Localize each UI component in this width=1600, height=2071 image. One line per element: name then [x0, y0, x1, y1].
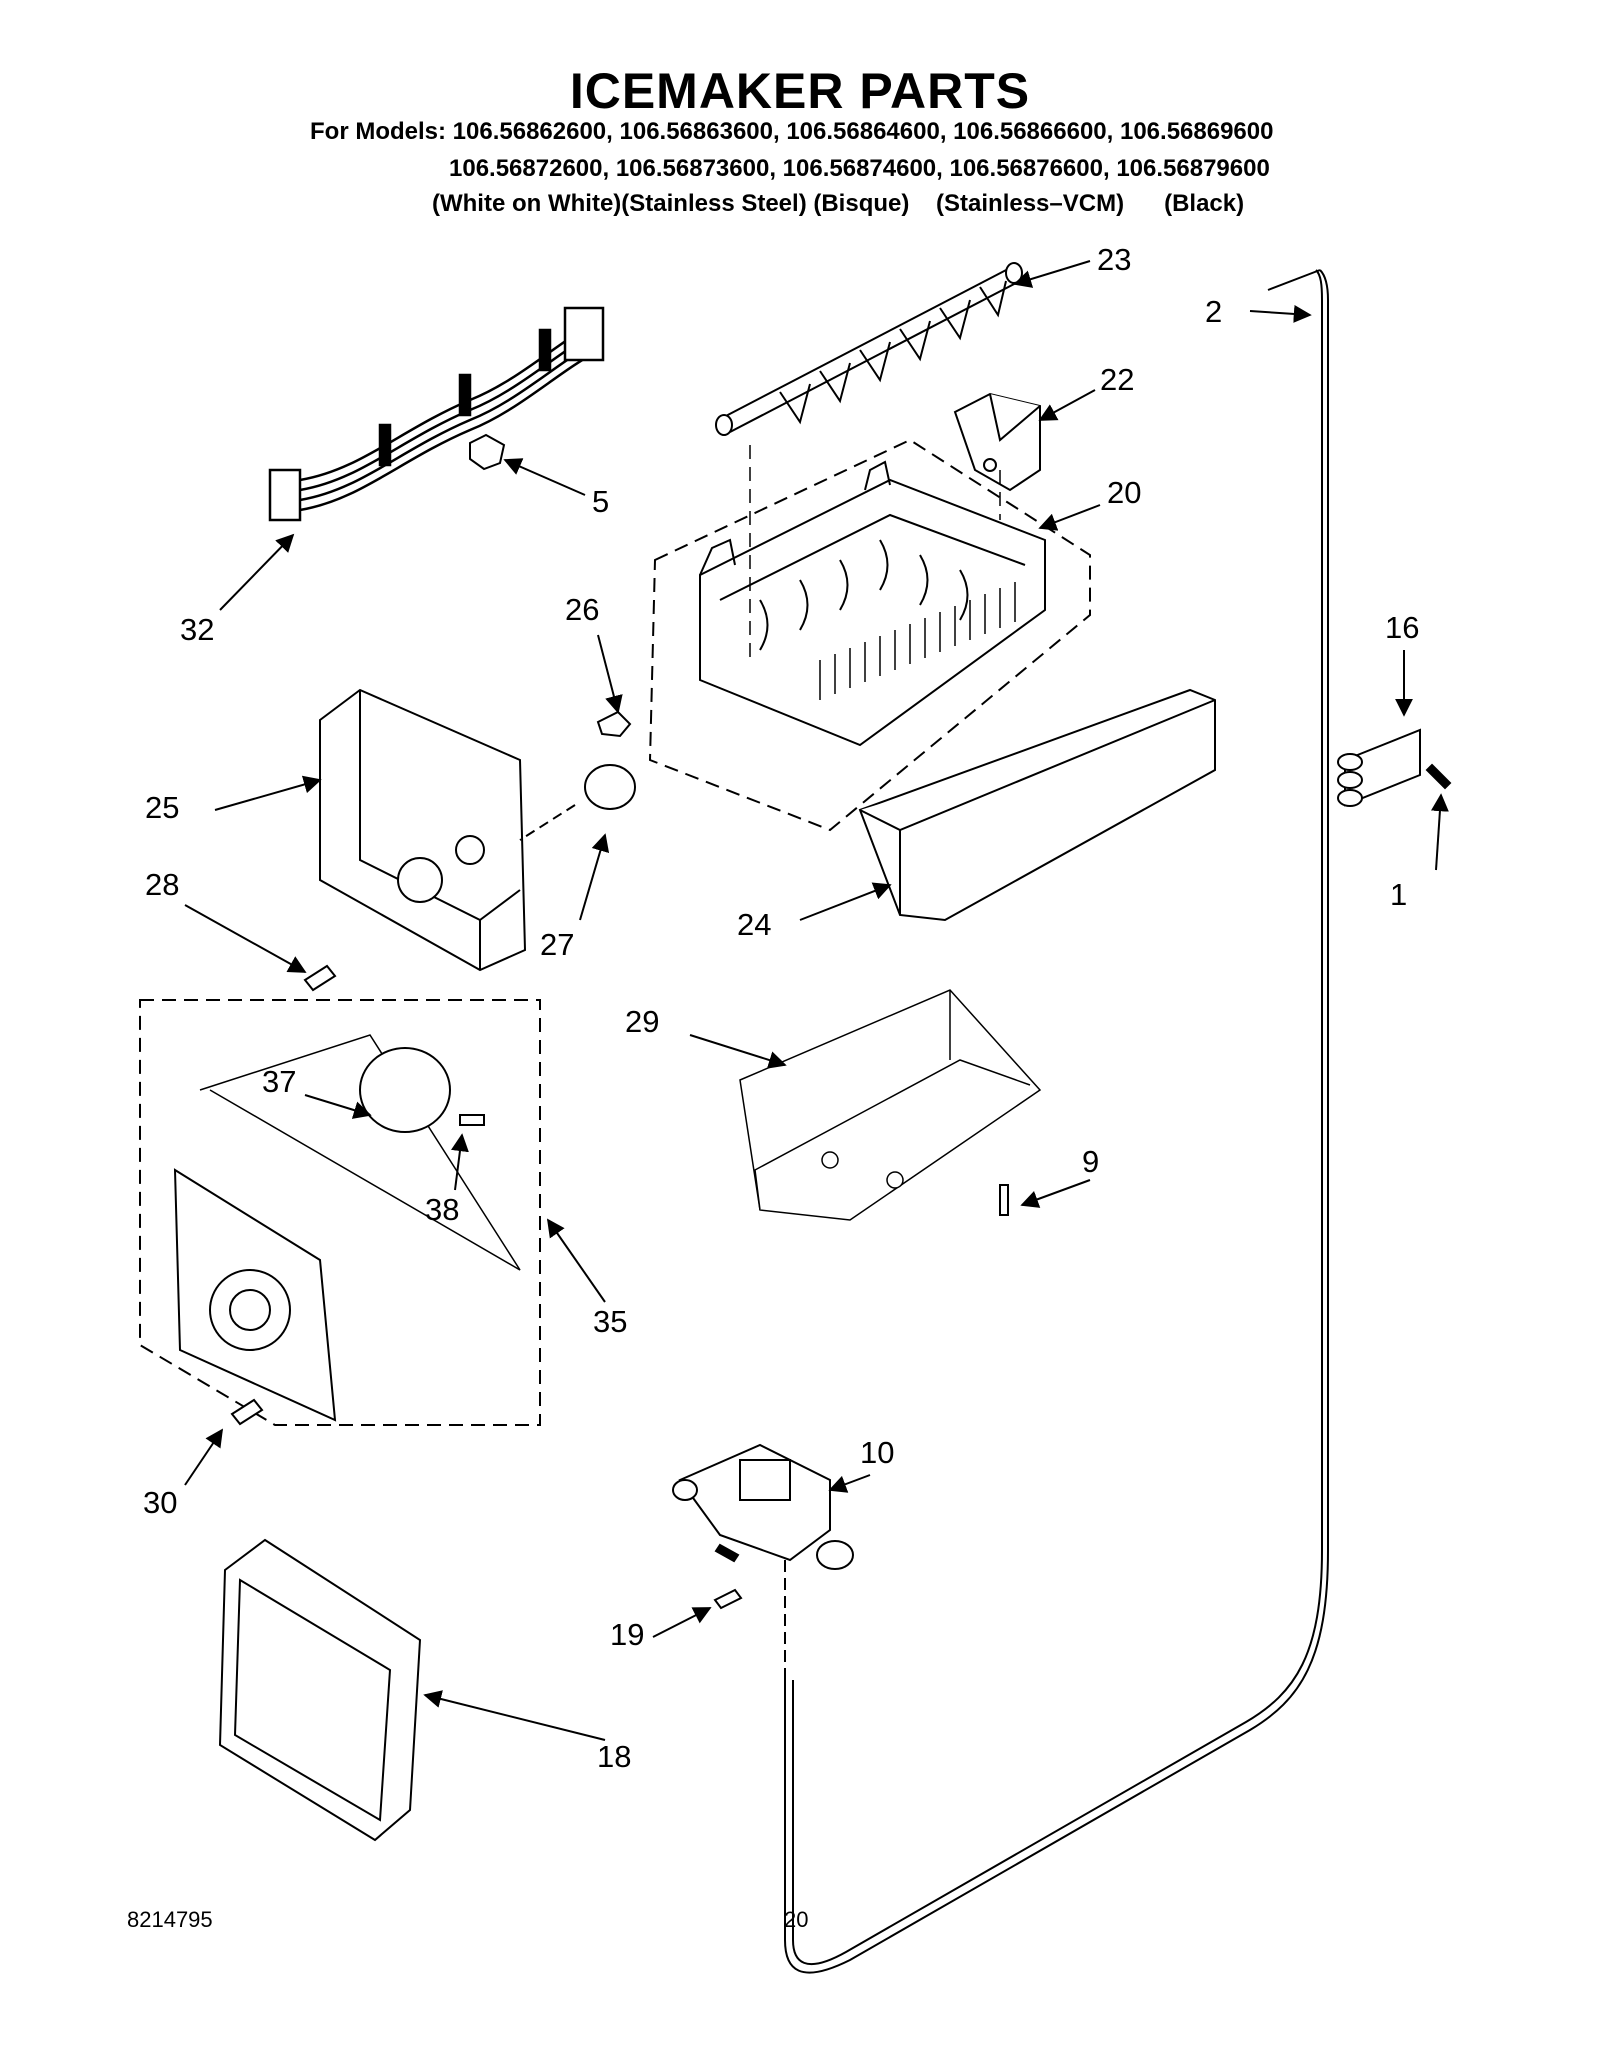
part-22-bracket — [953, 392, 1041, 492]
screws — [230, 964, 1009, 1610]
callout-32: 32 — [180, 612, 214, 647]
callout-22: 22 — [1100, 362, 1134, 397]
callout-1: 1 — [1390, 877, 1407, 912]
callout-29: 29 — [625, 1004, 659, 1039]
page-number: 20 — [784, 1907, 809, 1932]
part-24-cover — [858, 688, 1216, 922]
callout-27: 27 — [540, 927, 574, 962]
part-26-27-thermostat — [519, 710, 636, 841]
part-35-motor-module — [139, 999, 541, 1426]
part-32-wire-harness — [268, 306, 605, 522]
models-line-2: 106.56872600, 106.56873600, 106.56874600… — [449, 155, 1270, 182]
callout-19: 19 — [610, 1617, 644, 1652]
callout-35: 35 — [593, 1304, 627, 1339]
part-23-ejector — [715, 262, 1023, 436]
callout-23: 23 — [1097, 242, 1131, 277]
callout-2: 2 — [1205, 294, 1222, 329]
callout-28: 28 — [145, 867, 179, 902]
callout-38: 38 — [425, 1192, 459, 1227]
callout-37: 37 — [262, 1064, 296, 1099]
callout-labels: 23 2 22 5 20 32 26 16 25 27 28 24 1 29 3… — [143, 242, 1419, 1774]
part-25-control-housing — [319, 688, 527, 972]
callout-16: 16 — [1385, 610, 1419, 645]
part-5-clip — [469, 433, 506, 471]
part-16-clamp — [1337, 728, 1452, 807]
page-title: ICEMAKER PARTS — [569, 63, 1031, 119]
document-number: 8214795 — [127, 1907, 213, 1932]
callout-9: 9 — [1082, 1144, 1099, 1179]
part-10-water-valve — [672, 1443, 854, 1680]
part-2-fill-tube — [784, 269, 1329, 1974]
part-20-ice-mold — [648, 438, 1091, 832]
callout-24: 24 — [737, 907, 771, 942]
callout-20: 20 — [1107, 475, 1141, 510]
part-18-filter — [218, 1538, 422, 1842]
callout-5: 5 — [592, 484, 609, 519]
callout-18: 18 — [597, 1739, 631, 1774]
callout-10: 10 — [860, 1435, 894, 1470]
part-29-tray — [739, 989, 1042, 1221]
callout-26: 26 — [565, 592, 599, 627]
leader-lines — [184, 260, 1449, 1741]
callout-30: 30 — [143, 1485, 177, 1520]
models-line-3: (White on White)(Stainless Steel) (Bisqu… — [432, 190, 1245, 217]
callout-25: 25 — [145, 790, 179, 825]
models-line-1: For Models: 106.56862600, 106.56863600, … — [310, 118, 1274, 145]
